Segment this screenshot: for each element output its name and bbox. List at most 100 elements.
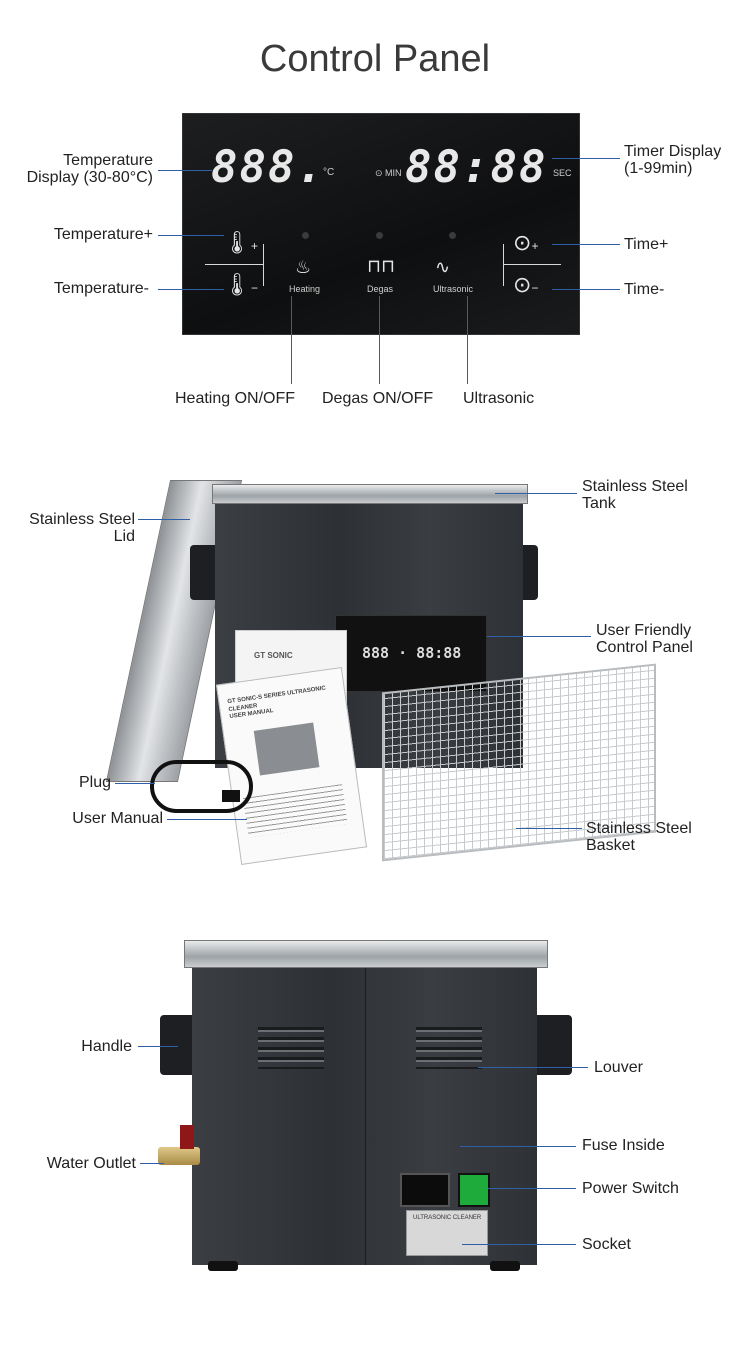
lid-leader [138,519,190,520]
heating-label: Heating ON/OFF [175,390,296,407]
clock-minus-icon[interactable]: ⊙− [513,272,539,297]
temperature-minus-leader [158,289,224,290]
tank-leader [495,493,577,494]
right-louver-image [416,1027,482,1069]
left-louver-image [258,1027,324,1069]
page-title: Control Panel [259,38,491,80]
nameplate-text: ULTRASONIC CLEANER [413,1215,482,1221]
back-rim-image [184,940,548,968]
ultrasonic-leader [467,296,468,384]
manual-text-lines [242,784,348,838]
temperature-display-label-line2: Display (30-80°C) [26,169,153,186]
temperature-plus-label: Temperature+ [53,226,153,243]
time-bracket [503,244,504,286]
manual-title-text: GT SONIC-S SERIES ULTRASONIC CLEANER [227,685,327,714]
tank-rim-image [212,484,528,504]
user-manual-leader [167,819,247,820]
tank-label-line1: Stainless Steel [582,478,688,495]
valve-handle-image [180,1125,194,1149]
timer-digits: 88:88 [405,142,548,193]
temperature-digits: 888. [211,142,325,193]
back-right-handle-image [532,1015,572,1075]
temperature-plus-leader [158,235,224,236]
timer-display-label-line2: (1-99min) [624,160,693,177]
time-divider [503,264,561,265]
time-minus-label: Time- [624,281,665,298]
temp-unit: °C [323,167,335,178]
temp-divider [205,264,263,265]
front-view-image: 888 · 88:88 GT SONIC GT SONIC-S SERIES U… [105,470,670,880]
temperature-minus-label: Temperature- [53,280,149,297]
tank-label-line2: Tank [582,495,616,512]
min-indicator: ⊙ MIN [375,168,402,178]
heating-led [302,232,309,239]
heating-icon[interactable]: ♨ [295,257,312,277]
time-minus-leader [552,289,620,290]
temperature-display-label-line1: Temperature [63,152,153,169]
degas-led [376,232,383,239]
lid-label: Stainless Steel Lid [29,511,135,545]
degas-icon[interactable]: ⊓⊓ [367,256,396,277]
handle-label: Handle [81,1038,132,1055]
user-manual-label: User Manual [72,810,163,827]
louver-leader [478,1067,588,1068]
brand-text: GT SONIC [254,651,293,660]
time-plus-leader [552,244,620,245]
panel-ultrasonic-label: Ultrasonic [433,284,474,294]
nameplate-image: ULTRASONIC CLEANER [406,1210,488,1256]
socket-leader [462,1244,576,1245]
lid-label-line1: Stainless Steel [29,511,135,528]
heating-leader [291,296,292,384]
basket-label: Stainless Steel Basket [586,820,692,854]
control-panel-image: 888. °C ⊙ MIN 88:88 SEC 🌡+ 🌡− ♨ ⊓⊓ ∿ Hea… [182,113,580,335]
timer-display-label-line1: Timer Display [624,143,722,160]
water-outlet-leader [140,1163,164,1164]
sec-label: SEC [553,168,572,178]
basket-label-line1: Stainless Steel [586,820,692,837]
panel-degas-label: Degas [367,284,394,294]
degas-leader [379,296,380,384]
lid-label-line2: Lid [113,528,135,545]
manual-photo [253,722,320,776]
plug-cable-image [150,760,253,813]
timer-display-label: Timer Display (1-99min) [624,143,721,177]
control-panel-label: User Friendly Control Panel [596,622,693,656]
power-switch-label: Power Switch [582,1180,679,1197]
mini-panel-image: 888 · 88:88 [335,615,487,692]
ultrasonic-wave-icon[interactable]: ∿ [435,257,451,277]
left-foot-image [208,1261,238,1271]
power-switch-leader [488,1188,576,1189]
water-outlet-image [158,1147,200,1165]
control-panel-label-line2: Control Panel [596,639,693,656]
timer-display-leader [552,158,620,159]
min-label: MIN [385,168,402,178]
back-seam [365,965,366,1265]
degas-label: Degas ON/OFF [322,390,434,407]
thermometer-plus-icon[interactable]: 🌡+ [223,230,258,255]
clock-plus-icon[interactable]: ⊙+ [513,230,539,255]
ultrasonic-led [449,232,456,239]
control-panel-label-line1: User Friendly [596,622,692,639]
socket-image [400,1173,450,1207]
temperature-display-leader [158,170,212,171]
basket-leader [516,828,582,829]
plug-label: Plug [78,774,111,791]
power-switch-image [458,1173,490,1207]
fuse-inside-label: Fuse Inside [582,1137,665,1154]
basket-label-line2: Basket [586,837,635,854]
tank-label: Stainless Steel Tank [582,478,688,512]
ultrasonic-label: Ultrasonic [463,390,535,407]
fuse-inside-leader [460,1146,576,1147]
temp-bracket [263,244,264,286]
control-panel-leader [487,636,591,637]
right-foot-image [490,1261,520,1271]
panel-heating-label: Heating [289,284,321,294]
temperature-display-label: Temperature Display (30-80°C) [27,152,153,186]
back-view-image: ULTRASONIC CLEANER [150,935,580,1280]
handle-leader [138,1046,178,1047]
socket-label: Socket [582,1236,631,1253]
plug-head-image [222,790,240,802]
plug-leader [115,783,155,784]
thermometer-minus-icon[interactable]: 🌡− [223,272,258,297]
water-outlet-label: Water Outlet [46,1155,136,1172]
